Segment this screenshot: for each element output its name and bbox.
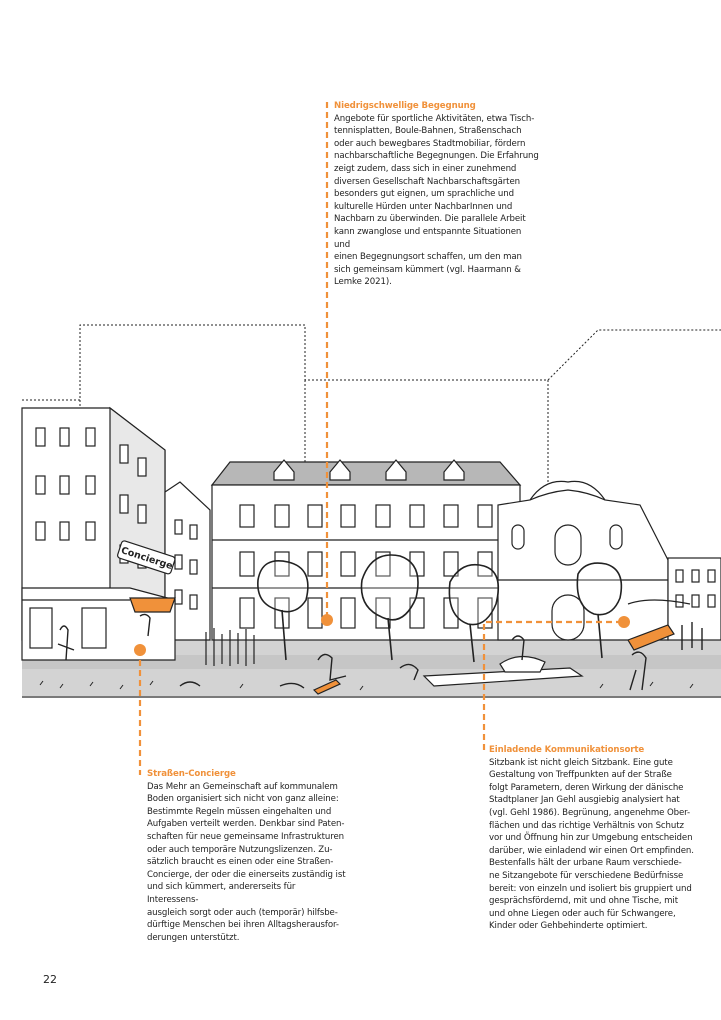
trees <box>257 554 623 663</box>
annotation-title: Straßen-Concierge <box>147 769 236 779</box>
benches <box>312 599 691 695</box>
annotation-title: Einladende Kommunikationsorte <box>489 745 645 755</box>
annotation-markers <box>134 614 630 656</box>
annotation-body: Das Mehr an Gemeinschaft auf kommunalem … <box>147 781 346 943</box>
annotation-body: Angebote für sportliche Aktivitäten, etw… <box>334 113 539 288</box>
page-number: 22 <box>43 973 57 986</box>
baroque-church <box>497 480 669 641</box>
annotation-title: Niedrigschwellige Begegnung <box>334 101 476 111</box>
left-building <box>21 406 166 641</box>
annotation-low-threshold-encounter: Niedrigschwellige Begegnung Angebote für… <box>334 100 539 289</box>
people <box>57 613 703 691</box>
annotation-leaders <box>138 102 624 775</box>
ground-texture <box>39 680 694 691</box>
right-building <box>667 557 721 641</box>
annotation-street-concierge: Straßen-Concierge Das Mehr an Gemeinscha… <box>147 768 347 944</box>
grasses <box>205 628 255 666</box>
annotation-body: Sitzbank ist nicht gleich Sitzbank. Eine… <box>489 757 694 932</box>
annotation-communication-places: Einladende Kommunikationsorte Sitzbank i… <box>489 744 694 933</box>
